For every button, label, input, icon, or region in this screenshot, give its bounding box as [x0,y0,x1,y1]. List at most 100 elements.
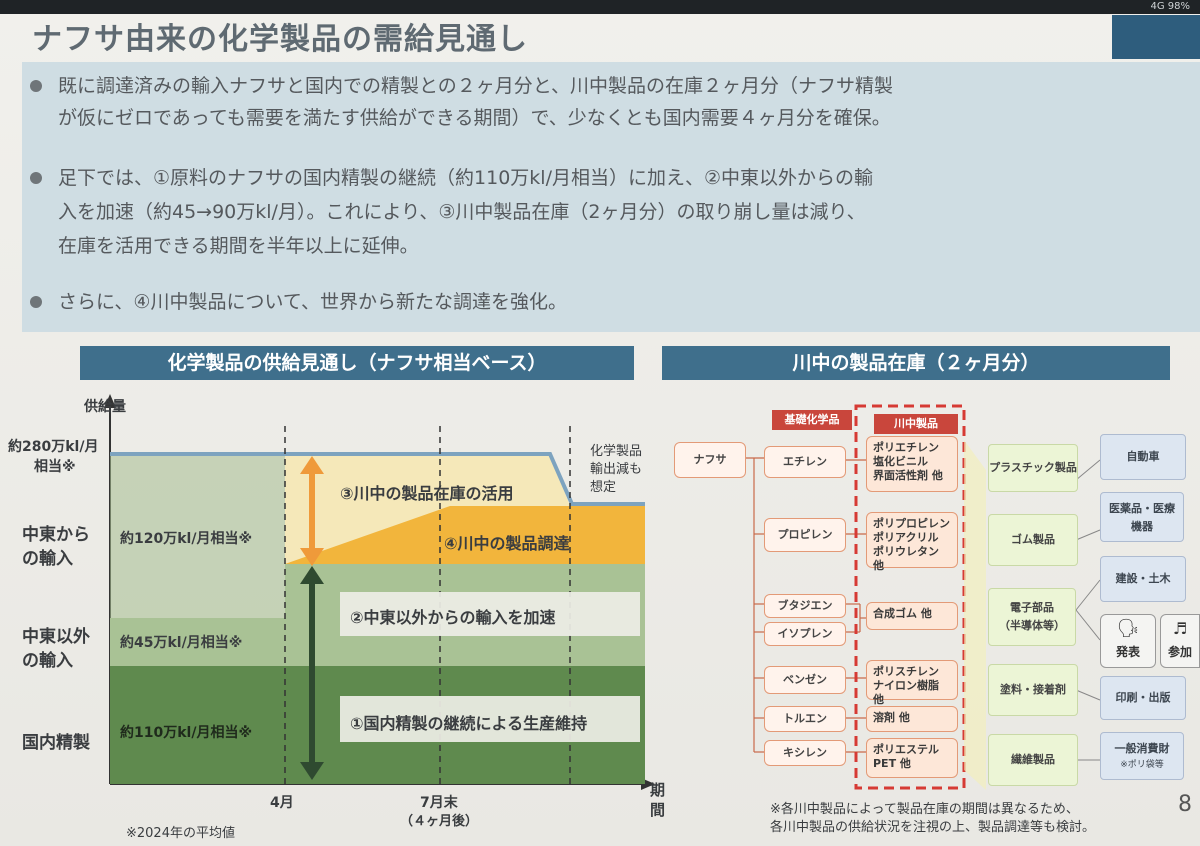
sector-consumer-line-2: ※ポリ袋等 [1120,760,1164,770]
annotation-inventory: ③川中の製品在庫の活用 [340,484,514,503]
mid-products-group-4: ポリスチレン ナイロン樹脂 他 [866,660,958,706]
mid-product: ポリプロピレン [873,517,950,530]
band-procurement [285,506,645,564]
sector-automotive: 自動車 [1100,434,1186,480]
hearing-icon: ♬ [1172,619,1188,638]
row-label-total-2: 相当※ [34,459,76,475]
total-supply-line [110,452,645,506]
bullet-2-line-3: 在庫を活用できる期間を半年以上に延伸。 [58,235,419,257]
page-number: 8 [1178,792,1192,817]
tag-basic-chemicals: 基礎化学品 [772,410,852,430]
bullet-2-line-1: 足下では、①原料のナフサの国内精製の継続（約110万kl/月相当）に加え、②中東… [58,167,874,189]
value-domestic: 約110万kl/月相当※ [120,725,253,741]
product-plastic: プラスチック製品 [988,444,1078,492]
x-axis-label: 期間 [650,781,666,819]
join-button-label: 参加 [1167,645,1192,659]
product-electronics-line-1: 電子部品 [1010,601,1054,614]
mid-product: 合成ゴム 他 [873,607,932,620]
bullet-panel: 既に調達済みの輸入ナフサと国内での精製との２ヶ月分と、川中製品の在庫２ヶ月分（ナ… [22,62,1200,332]
product-electronics-line-2: （半導体等） [999,619,1065,632]
x-tick-april: 4月 [270,795,294,811]
mid-product: ポリアクリル [873,531,939,544]
band-mideast [110,454,285,618]
bullet-dot [30,296,42,308]
sector-medical: 医薬品・医療 機器 [1100,492,1184,542]
sector-printing: 印刷・出版 [1100,676,1186,720]
supply-chart [104,394,655,790]
x-tick-july: 7月末 [420,795,458,811]
arrow-up-icon [300,566,324,584]
bullet-2-line-2: 入を加速（約45→90万kl/月）。これにより、③川中製品在庫（2ヶ月分）の取り… [58,201,866,223]
export-note-line-3: 想定 [590,480,617,495]
status-bar: 4G 98% [0,0,1200,14]
mid-product: ポリエチレン [873,441,939,454]
y-axis-label: 供給量 [84,399,126,415]
tag-midstream-products: 川中製品 [874,414,958,434]
diagram-lines [744,404,1101,790]
bullet-dot [30,172,42,184]
diagram-note-line-1: ※各川中製品によって製品在庫の期間は異なるため、 [770,802,1079,817]
diagram-note-line-2: 各川中製品の供給状況を注視の上、製品調達等も検討。 [770,820,1096,835]
signal-status: 4G 98% [1150,1,1190,12]
basic-butadiene: ブタジエン [764,594,846,618]
sector-consumer-goods: 一般消費財 ※ポリ袋等 [1100,732,1184,780]
y-axis-arrow-icon [104,394,116,408]
mid-product: 塩化ビニル [873,455,928,468]
basic-xylene: キシレン [764,740,846,766]
sector-consumer-line-1: 一般消費財 [1114,742,1170,755]
slide-title: ナフサ由来の化学製品の需給見通し [32,22,528,57]
mid-products-group-5: 溶剤 他 [866,706,958,732]
chart-footnote: ※2024年の平均値 [126,826,235,841]
row-label-total-1: 約280万kl/月 [8,439,99,455]
row-label-domestic: 国内精製 [22,733,90,753]
speak-button-label: 発表 [1115,645,1140,659]
band-non-mideast-before [110,618,285,666]
bullet-dot [30,80,42,92]
annotation-1-box [340,696,640,742]
annotation-domestic: ①国内精製の継続による生産維持 [350,714,588,733]
row-label-nonmideast-1: 中東以外 [22,627,90,647]
speak-icon: 🗣 [1116,618,1140,639]
x-tick-four-months: （４ヶ月後） [400,814,479,829]
annotation-procurement: ④川中の製品調達 [444,534,570,553]
bullet-1-line-2: が仮にゼロであっても需要を満たす供給ができる期間）で、少なくとも国内需要４ヶ月分… [58,107,891,129]
export-note-line-1: 化学製品 [590,444,643,459]
row-label-mideast-1: 中東から [22,525,90,545]
basic-isoprene: イソプレン [764,622,846,646]
export-note-line-2: 輸出減も [590,462,643,477]
basic-toluene: トルエン [764,706,846,732]
basic-benzene: ベンゼン [764,666,846,694]
sector-medical-line-2: 機器 [1131,520,1153,533]
product-electronics: 電子部品 （半導体等） [988,588,1076,646]
bullet-3-line-1: さらに、④川中製品について、世界から新たな調達を強化。 [58,291,567,313]
naphtha-box: ナフサ [674,442,746,478]
mid-products-group-2: ポリプロピレン ポリアクリル ポリウレタン 他 [866,512,958,572]
product-paint-adhesive: 塗料・接着剤 [988,664,1078,716]
mid-products-group-3: 合成ゴム 他 [866,602,958,630]
mid-product: ポリスチレン [873,665,939,678]
title-accent-bar [1112,15,1200,59]
mid-product: ポリエステル [873,743,939,756]
right-section-header: 川中の製品在庫（２ヶ月分） [662,346,1170,380]
mid-product: PET 他 [873,757,911,770]
arrow-up-icon [300,456,324,474]
sector-medical-line-1: 医薬品・医療 [1109,502,1175,515]
join-button[interactable]: ♬ 参加 [1160,614,1200,668]
value-non-mideast: 約45万kl/月相当※ [120,635,243,651]
basic-ethylene: エチレン [764,446,846,478]
annotation-2-box [340,592,640,636]
arrow-down-icon [300,762,324,780]
mid-product: 界面活性剤 他 [873,469,943,482]
mid-product: ポリウレタン 他 [873,545,939,572]
row-label-nonmideast-2: の輸入 [22,651,73,671]
product-rubber: ゴム製品 [988,514,1078,566]
product-textile: 繊維製品 [988,734,1078,786]
left-section-header: 化学製品の供給見通し（ナフサ相当ベース） [80,346,634,380]
arrow-down-icon [300,548,324,566]
mid-product: ナイロン樹脂 他 [873,679,939,706]
bullet-1-line-1: 既に調達済みの輸入ナフサと国内での精製との２ヶ月分と、川中製品の在庫２ヶ月分（ナ… [58,75,894,97]
speak-button[interactable]: 🗣 発表 [1100,614,1156,668]
mid-product: 溶剤 他 [873,711,910,724]
value-mideast: 約120万kl/月相当※ [120,531,253,547]
